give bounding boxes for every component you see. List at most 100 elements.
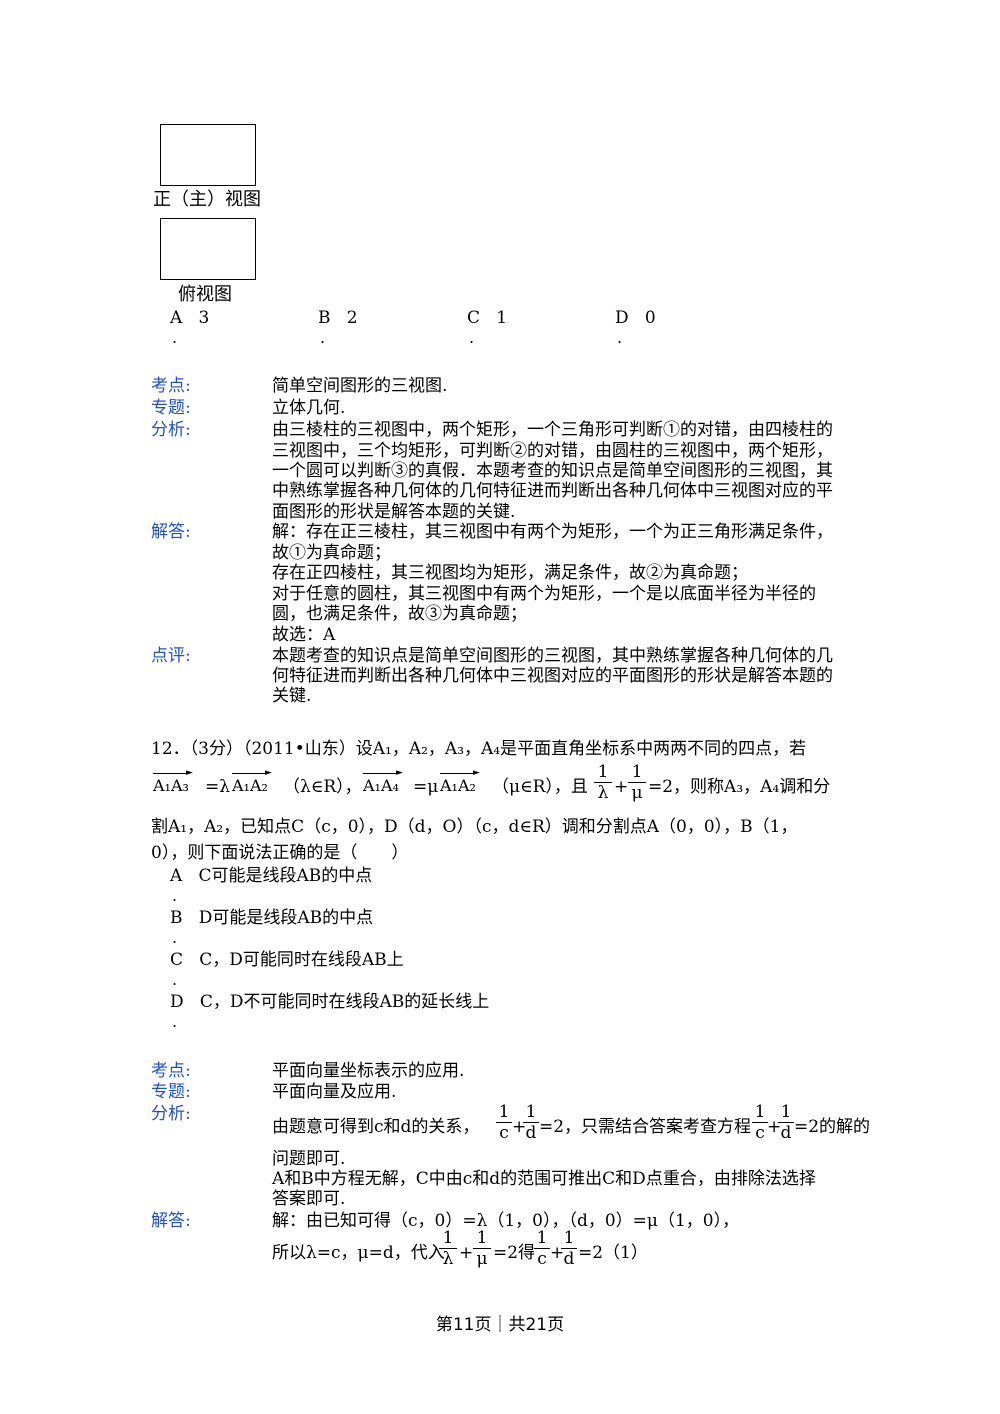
q12-option-b[interactable]: B D可能是线段AB的中点 bbox=[170, 908, 373, 928]
fenxi-line: 中熟练掌握各种几何体的几何特征进而判断出各种几何体中三视图对应的平 bbox=[272, 481, 833, 501]
top-view-rectangle bbox=[160, 218, 256, 280]
option-letter: D bbox=[170, 992, 184, 1012]
zhuanti-label: 专题: bbox=[151, 398, 191, 418]
option-value: 3 bbox=[198, 308, 210, 328]
front-view-rectangle bbox=[160, 124, 256, 186]
option-text: C，D可能同时在线段AB上 bbox=[199, 950, 404, 970]
option-letter: B bbox=[318, 308, 331, 328]
plus-sign: + bbox=[550, 1243, 565, 1263]
option-dot: . bbox=[172, 970, 178, 989]
fenxi-label: 分析: bbox=[151, 1104, 191, 1124]
fenxi-text-e: =2的解的 bbox=[794, 1117, 871, 1137]
jieda-text-a: 所以λ=c，μ=d，代入 bbox=[272, 1243, 445, 1263]
fenxi-label: 分析: bbox=[151, 420, 191, 440]
option-dot: . bbox=[320, 328, 326, 347]
plus-sign: + bbox=[459, 1243, 474, 1263]
q11-option-a[interactable]: A 3 bbox=[170, 308, 209, 328]
eq-lambda: =λ bbox=[205, 777, 231, 797]
jieda-line: 解：存在正三棱柱，其三视图中有两个为矩形，一个为正三角形满足条件， bbox=[272, 522, 833, 542]
fenxi-line: A和B中方程无解，C中由c和d的范围可推出C和D点重合，由排除法选择 bbox=[272, 1169, 816, 1189]
option-dot: . bbox=[172, 928, 178, 947]
option-dot: . bbox=[172, 886, 178, 905]
option-value: 2 bbox=[346, 308, 358, 328]
option-letter: D bbox=[615, 308, 629, 328]
jieda-label: 解答: bbox=[151, 522, 191, 542]
zhuanti-text: 立体几何. bbox=[272, 398, 346, 418]
option-dot: . bbox=[469, 328, 475, 347]
zhuanti-label: 专题: bbox=[151, 1082, 191, 1102]
option-text: C可能是线段AB的中点 bbox=[198, 866, 373, 886]
jieda-line: 解：由已知可得（c，0）=λ（1，0），（d，0）=μ（1，0）， bbox=[272, 1211, 740, 1231]
jieda-line: 对于任意的圆柱，其三视图中有两个为矩形，一个是以底面半径为半径的 bbox=[272, 584, 816, 604]
page-footer: 第11页｜共21页 bbox=[435, 1315, 565, 1335]
fenxi-line: 答案即可. bbox=[272, 1189, 346, 1209]
jieda-line: 故选：A bbox=[272, 625, 336, 645]
jieda-line: 故①为真命题； bbox=[272, 543, 391, 563]
vector-a1a4: ►A₁A₄ bbox=[363, 768, 403, 795]
option-letter: A bbox=[170, 866, 183, 886]
kaodian-text: 平面向量坐标表示的应用. bbox=[272, 1061, 465, 1081]
jieda-text-b: =2得 bbox=[493, 1243, 536, 1263]
option-letter: C bbox=[170, 950, 184, 970]
option-text: D可能是线段AB的中点 bbox=[198, 908, 374, 928]
q12-header: 12．（3分）（2011•山东）设A₁，A₂，A₃，A₄是平面直角坐标系中两两不… bbox=[151, 739, 807, 759]
fenxi-line: 问题即可. bbox=[272, 1149, 346, 1169]
plus-sign: + bbox=[614, 777, 629, 797]
jieda-text-c: =2（1） bbox=[578, 1243, 648, 1263]
q11-option-b[interactable]: B 2 bbox=[318, 308, 358, 328]
jieda-line: 存在正四棱柱，其三视图均为矩形，满足条件，故②为真命题； bbox=[272, 563, 748, 583]
vector-a1a3: ►A₁A₃ bbox=[153, 768, 193, 795]
q12-line4: 0），则下面说法正确的是（ ） bbox=[151, 843, 409, 863]
front-view-caption: 正（主）视图 bbox=[153, 189, 261, 210]
q11-option-c[interactable]: C 1 bbox=[467, 308, 507, 328]
dianping-line: 何特征进而判断出各种几何体中三视图对应的平面图形的形状是解答本题的 bbox=[272, 666, 833, 686]
q12-option-a[interactable]: A C可能是线段AB的中点 bbox=[170, 866, 372, 886]
plus-sign: + bbox=[512, 1117, 527, 1137]
q11-option-d[interactable]: D 0 bbox=[615, 308, 656, 328]
option-letter: A bbox=[170, 308, 183, 328]
vector-a1a2: ►A₁A₂ bbox=[232, 768, 272, 795]
dianping-line: 关键. bbox=[272, 686, 312, 706]
kaodian-label: 考点: bbox=[151, 376, 191, 396]
fenxi-line: 一个圆可以判断③的真假．本题考查的知识点是简单空间图形的三视图，其 bbox=[272, 461, 833, 481]
eq-mu: =μ bbox=[413, 777, 439, 797]
q12-option-c[interactable]: C C，D可能同时在线段AB上 bbox=[170, 950, 404, 970]
kaodian-label: 考点: bbox=[151, 1061, 191, 1081]
cond-r1: （λ∈R）， bbox=[283, 777, 362, 797]
eq-two-tail: =2，则称A₃，A₄调和分 bbox=[648, 777, 831, 797]
fenxi-line: 面图形的形状是解答本题的关键. bbox=[272, 502, 516, 522]
fenxi-text-b: =2，只需结合答案考查方程 bbox=[539, 1117, 752, 1137]
fenxi-line: 由三棱柱的三视图中，两个矩形，一个三角形可判断①的对错，由四棱柱的 bbox=[272, 420, 833, 440]
top-view-caption: 俯视图 bbox=[178, 284, 232, 305]
option-letter: B bbox=[170, 908, 183, 928]
jieda-line: 圆，也满足条件，故③为真命题； bbox=[272, 604, 527, 624]
plus-sign: + bbox=[767, 1117, 782, 1137]
cond-r2: （μ∈R），且 bbox=[492, 777, 588, 797]
q12-line3: 割A₁，A₂，已知点C（c，0），D（d，O）（c，d∈R）调和分割点A（0，0… bbox=[151, 817, 798, 837]
fenxi-text-a: 由题意可得到c和d的关系， bbox=[272, 1117, 480, 1137]
fenxi-line: 三视图中，三个均矩形，可判断②的对错，由圆柱的三视图中，两个矩形， bbox=[272, 441, 833, 461]
jieda-label: 解答: bbox=[151, 1211, 191, 1231]
option-dot: . bbox=[172, 1012, 178, 1031]
option-value: 0 bbox=[644, 308, 656, 328]
dianping-line: 本题考查的知识点是简单空间图形的三视图，其中熟练掌握各种几何体的几 bbox=[272, 646, 833, 666]
option-dot: . bbox=[617, 328, 623, 347]
option-value: 1 bbox=[496, 308, 508, 328]
q12-option-d[interactable]: D C，D不可能同时在线段AB的延长线上 bbox=[170, 992, 489, 1012]
dianping-label: 点评: bbox=[151, 646, 191, 666]
kaodian-text: 简单空间图形的三视图. bbox=[272, 376, 448, 396]
vector-a1a2-second: ►A₁A₂ bbox=[440, 768, 480, 795]
option-dot: . bbox=[172, 328, 178, 347]
zhuanti-text: 平面向量及应用. bbox=[272, 1082, 397, 1102]
option-letter: C bbox=[467, 308, 481, 328]
